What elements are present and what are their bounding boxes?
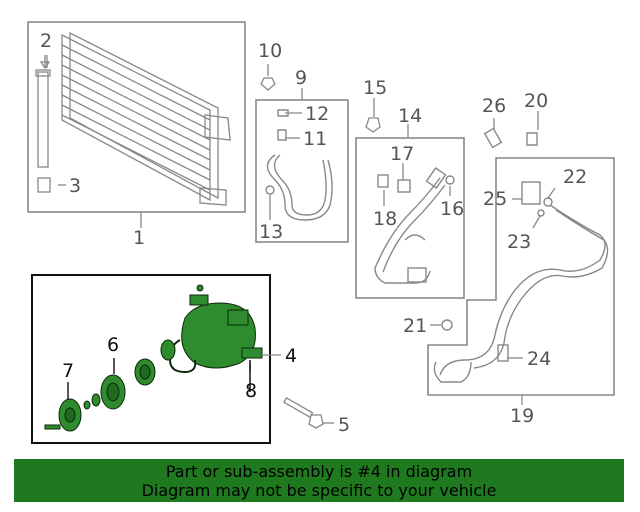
callout-23: 23 <box>507 231 531 253</box>
group-box-4 <box>31 274 271 444</box>
callout-1: 1 <box>133 227 145 249</box>
callout-13: 13 <box>259 221 283 243</box>
callout-6: 6 <box>107 334 119 356</box>
compressor-illustration <box>44 284 263 432</box>
callout-5: 5 <box>338 414 350 436</box>
callout-21: 21 <box>403 315 427 337</box>
callout-15: 15 <box>363 77 387 99</box>
callout-10: 10 <box>258 40 282 62</box>
callout-7: 7 <box>62 360 74 382</box>
group-box-1 <box>27 21 246 213</box>
group-box-19 <box>427 157 615 396</box>
callout-12: 12 <box>305 103 329 125</box>
parts-diagram: 1 2 3 4 5 6 7 8 9 10 11 12 13 14 15 16 1… <box>27 21 615 444</box>
leader-lines-dark <box>67 358 251 400</box>
banner-line-1: Part or sub-assembly is #4 in diagram <box>165 462 473 481</box>
hose-9-illustration <box>265 109 333 221</box>
callout-22: 22 <box>563 166 587 188</box>
banner-line-2: Diagram may not be specific to your vehi… <box>141 481 497 500</box>
callout-18: 18 <box>373 208 397 230</box>
receiver-drier-illustration <box>35 55 51 193</box>
callout-16: 16 <box>440 198 464 220</box>
info-banner: Part or sub-assembly is #4 in diagram Di… <box>14 459 624 502</box>
callout-20: 20 <box>524 90 548 112</box>
callout-9: 9 <box>295 67 307 89</box>
callout-8: 8 <box>245 380 257 402</box>
hose-14-illustration <box>374 167 455 284</box>
callout-25: 25 <box>483 188 507 210</box>
leader-lines <box>46 55 556 424</box>
condenser-illustration <box>61 31 231 206</box>
callout-11: 11 <box>303 128 327 150</box>
callout-19: 19 <box>510 405 534 427</box>
pipe-19-illustration <box>433 127 609 383</box>
callout-3: 3 <box>69 175 81 197</box>
callout-26: 26 <box>482 95 506 117</box>
callout-14: 14 <box>398 105 422 127</box>
group-box-14 <box>355 137 465 299</box>
callout-17: 17 <box>390 143 414 165</box>
callout-4: 4 <box>285 345 297 367</box>
callout-24: 24 <box>527 348 551 370</box>
fastener-icons <box>260 77 381 429</box>
callout-2: 2 <box>40 30 52 52</box>
